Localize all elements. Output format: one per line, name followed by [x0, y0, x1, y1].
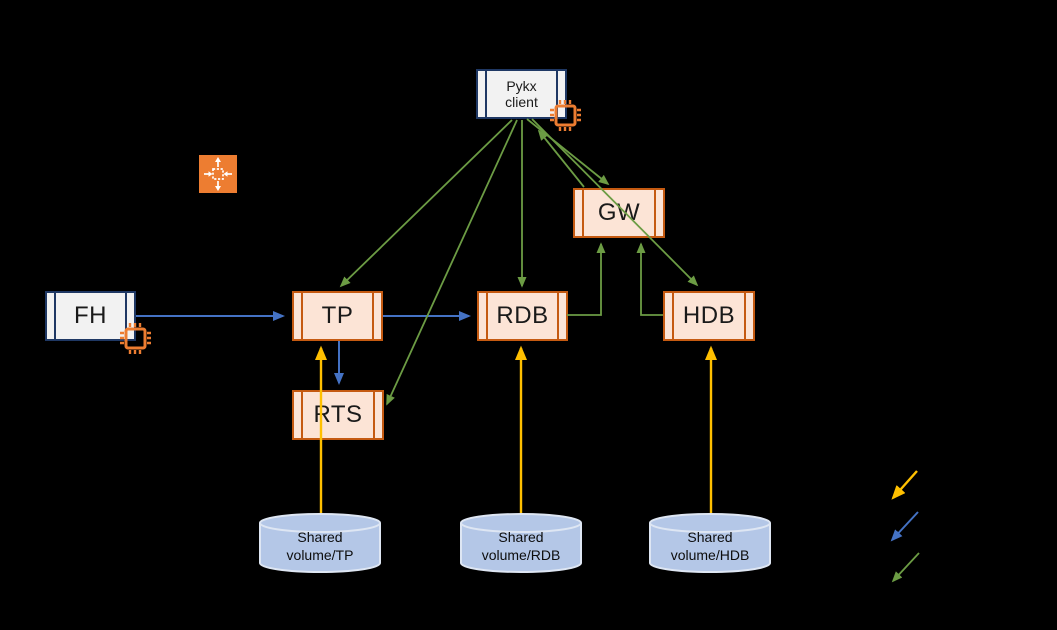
cpu-chip-icon: [550, 100, 581, 131]
cylinder-icon: [259, 513, 381, 573]
legend-blue-arrow: [890, 511, 919, 542]
node-gw: GW: [573, 188, 665, 238]
edge-gw-to-pykx: [537, 129, 585, 188]
node-hdb-label: HDB: [682, 302, 736, 329]
cylinder-icon: [460, 513, 582, 573]
node-pykx-client: Pykx client: [476, 69, 567, 119]
node-rdb-label: RDB: [496, 302, 549, 329]
cylinder-icon: [649, 513, 771, 573]
node-fh-label: FH: [74, 302, 107, 329]
node-pykx-client-label: Pykx client: [505, 77, 538, 110]
node-rdb: RDB: [477, 291, 568, 341]
edge-pykx-to-rts: [386, 119, 518, 406]
legend-yellow-arrow: [891, 470, 918, 500]
node-hdb: HDB: [663, 291, 755, 341]
edge-pykx-to-hdb: [531, 118, 699, 287]
auto-scaling-icon: [199, 155, 237, 193]
edge-pykx-to-tp: [339, 119, 513, 288]
cpu-chip-icon: [120, 323, 151, 354]
node-tp-label: TP: [321, 302, 354, 329]
edge-rdb-to-gw: [567, 242, 606, 316]
legend-green-arrow: [891, 552, 920, 583]
edge-hdb-to-gw: [636, 242, 663, 316]
node-tp: TP: [292, 291, 383, 341]
